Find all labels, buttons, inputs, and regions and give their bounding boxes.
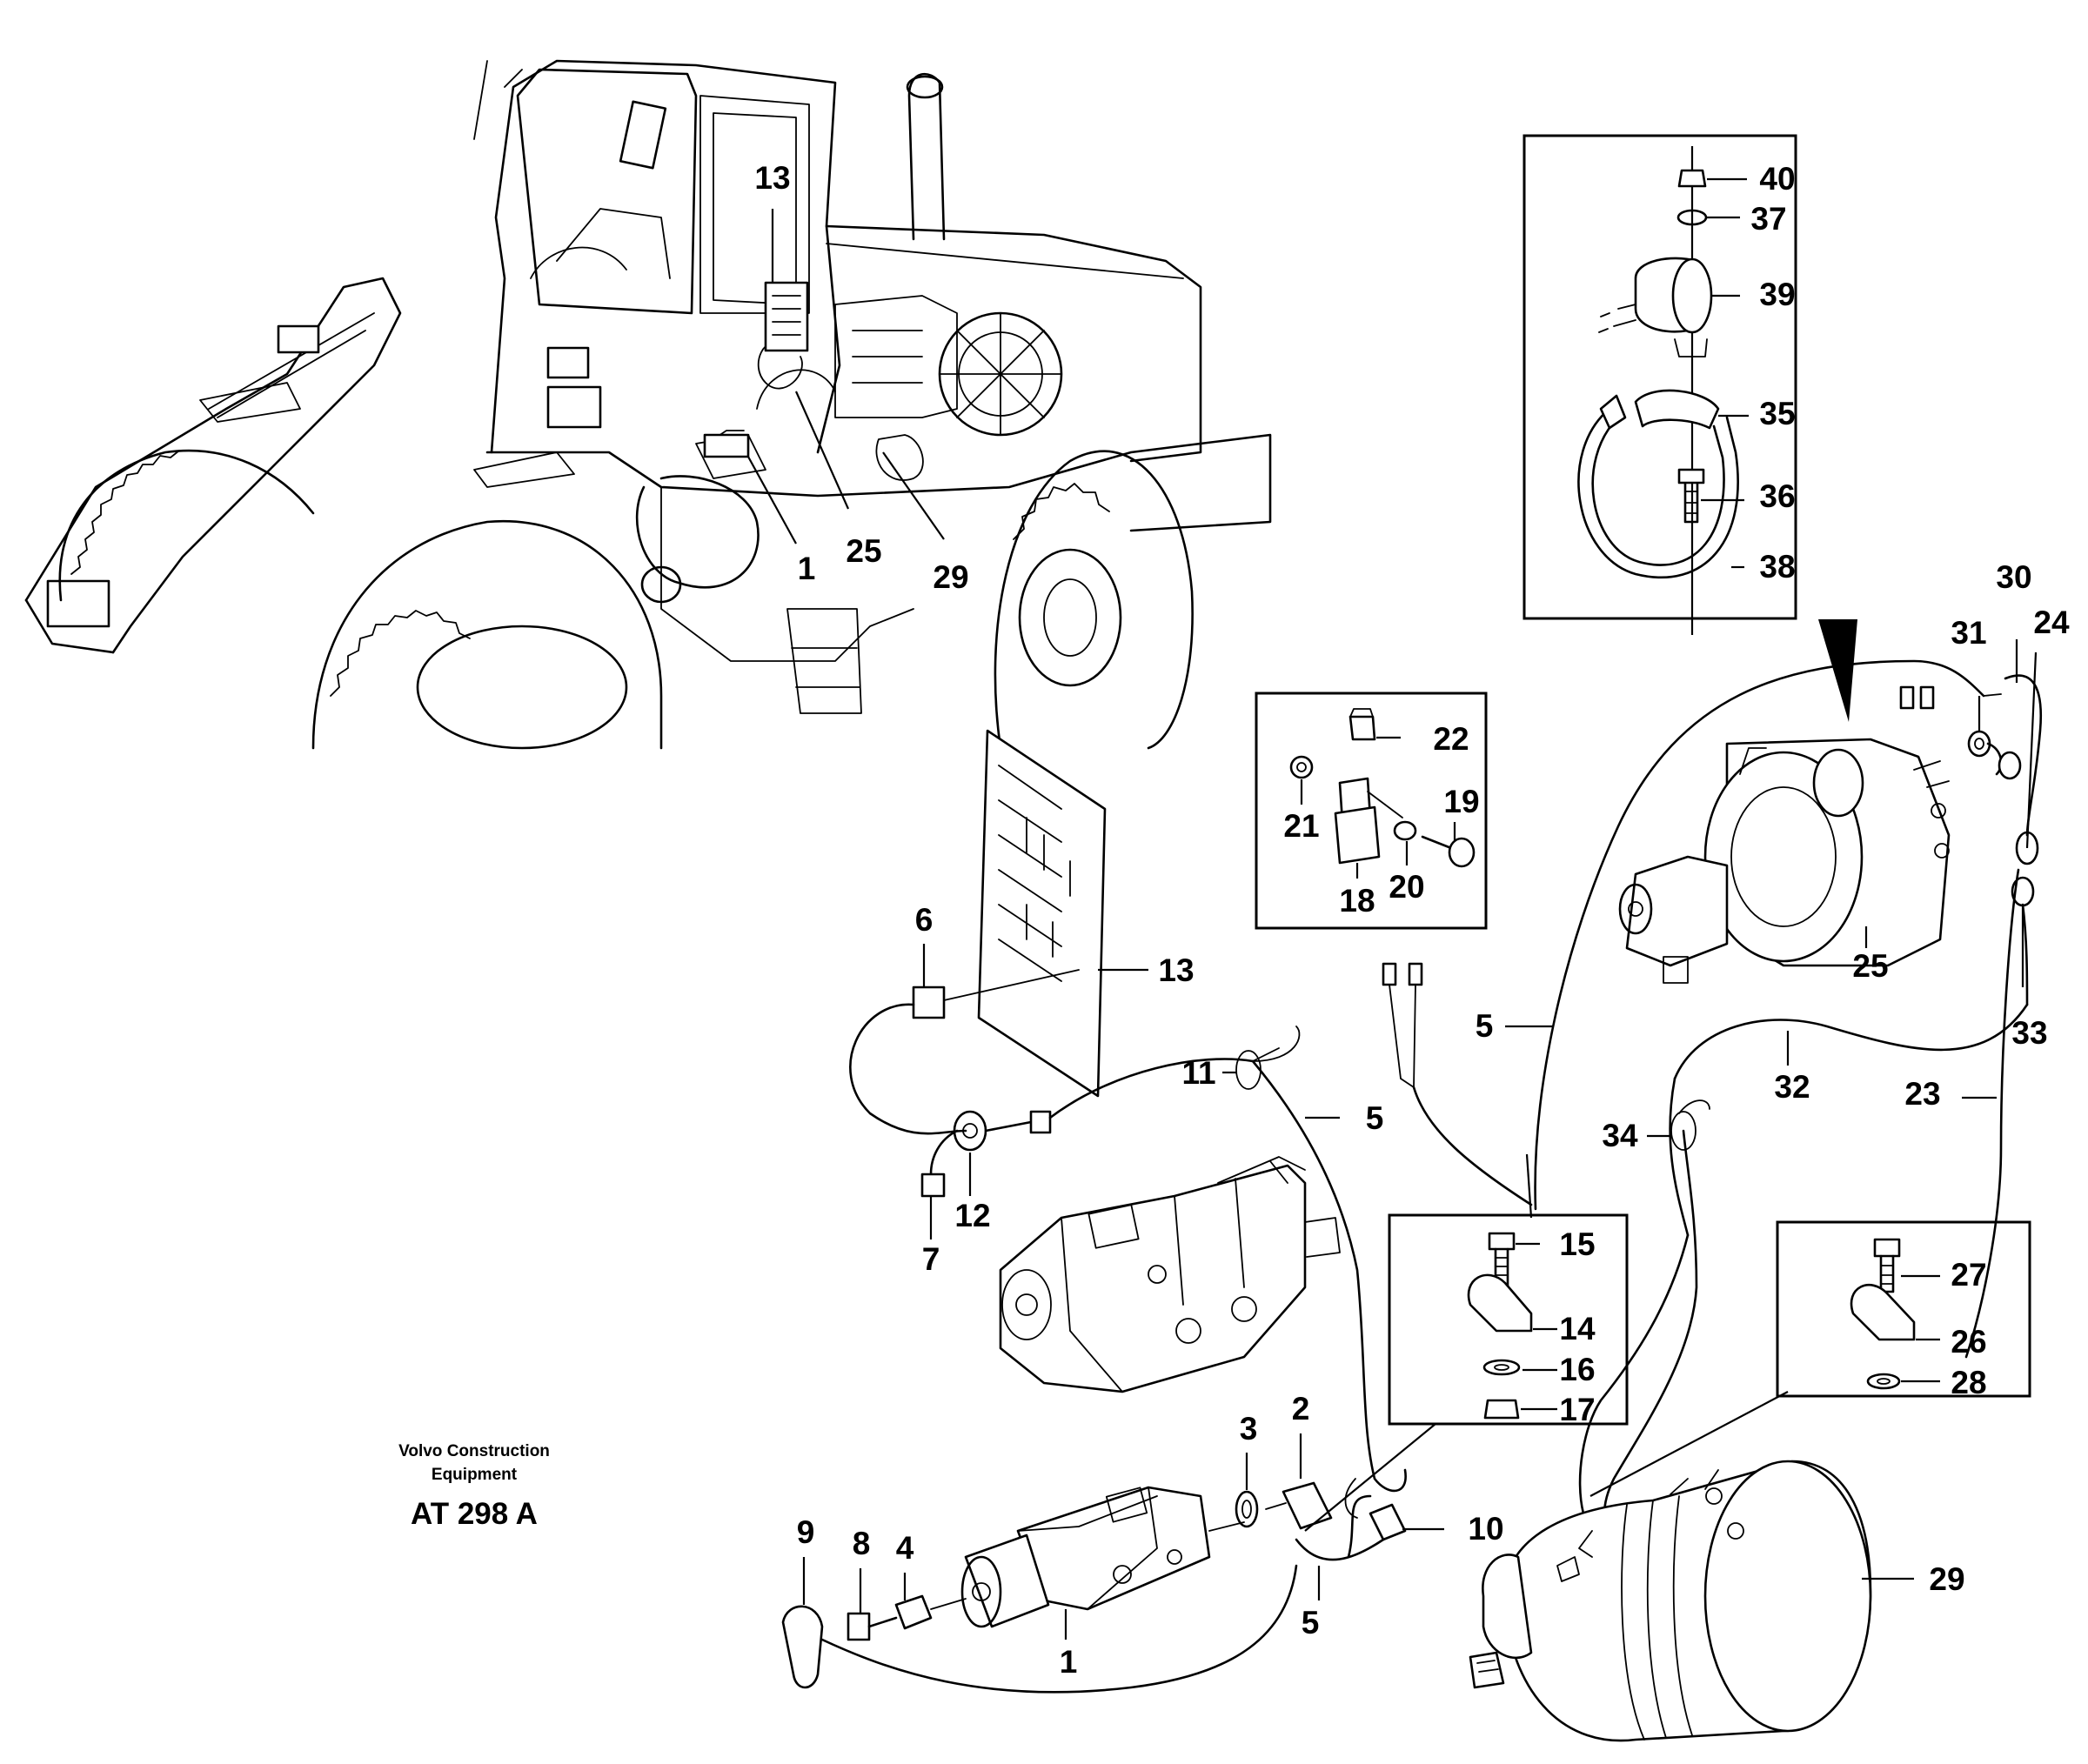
company-name: Volvo Construction: [398, 1442, 550, 1460]
main-cable-5: [1534, 659, 1985, 1211]
starter-motor-25: [1618, 738, 1951, 984]
callout-19: 19: [1443, 784, 1479, 819]
callout-14: 14: [1559, 1311, 1596, 1346]
ring-terminals: [1962, 639, 2043, 1359]
callout-28: 28: [1951, 1365, 1986, 1400]
callout-23: 23: [1904, 1076, 1940, 1112]
drawing-reference: AT 298 A: [411, 1497, 538, 1531]
callout-29: 29: [1929, 1561, 1964, 1597]
callout-29-overview: 29: [933, 559, 968, 595]
valve-assembly: [781, 1433, 1444, 1694]
callout-31: 31: [1951, 615, 1986, 651]
solenoid-detail-box: [1522, 134, 1797, 620]
cable-lug: [1408, 962, 1423, 986]
callout-25-overview: 25: [846, 533, 881, 569]
callout-4: 4: [896, 1530, 914, 1566]
callout-38: 38: [1759, 549, 1795, 585]
callout-7: 7: [922, 1241, 940, 1277]
callout-39: 39: [1759, 277, 1795, 312]
callout-12: 12: [954, 1198, 990, 1233]
callout-8: 8: [853, 1526, 871, 1561]
cable-32: [1673, 1003, 2029, 1080]
callout-18: 18: [1339, 883, 1375, 919]
callout-24: 24: [2033, 605, 2070, 640]
work-light: [277, 324, 320, 354]
detail-arrow: [1818, 619, 1857, 722]
rear-light: [546, 385, 602, 429]
callout-34: 34: [1602, 1118, 1638, 1153]
callout-9: 9: [797, 1514, 815, 1550]
mirror: [619, 100, 667, 170]
callout-20: 20: [1389, 869, 1424, 905]
callout-40: 40: [1759, 161, 1795, 197]
callout-5-valve: 5: [1302, 1605, 1320, 1640]
callout-6: 6: [915, 902, 934, 938]
company-name-line2: Equipment: [432, 1466, 518, 1484]
callout-21: 21: [1283, 808, 1319, 844]
callout-27: 27: [1951, 1257, 1986, 1293]
callout-1: 1: [1060, 1644, 1078, 1680]
callout-15: 15: [1559, 1226, 1595, 1262]
cable-lug: [1382, 962, 1397, 986]
callout-37: 37: [1750, 201, 1786, 237]
fuse-panel-small: [764, 281, 809, 352]
cable-branch: [1412, 1086, 1533, 1206]
valve-small: [703, 433, 750, 458]
grommet: [1029, 1110, 1052, 1134]
cable-34: [1578, 1099, 1710, 1541]
connector-7: [920, 1173, 946, 1198]
callout-25: 25: [1852, 948, 1888, 984]
clamp-detail-box-right: [1776, 1220, 2031, 1398]
callout-22: 22: [1433, 721, 1469, 757]
callout-5-cable: 5: [1476, 1008, 1494, 1044]
callout-30: 30: [1996, 559, 2031, 595]
cable-lug: [1899, 685, 1915, 710]
callout-36: 36: [1759, 478, 1795, 514]
callout-11: 11: [1181, 1055, 1215, 1091]
callout-32: 32: [1774, 1069, 1810, 1105]
relay-detail: [1289, 708, 1476, 879]
clamp-detail-box-left: [1388, 1213, 1629, 1426]
callout-13-overview: 13: [754, 160, 790, 196]
connector-6: [912, 986, 946, 1019]
callout-26: 26: [1951, 1324, 1986, 1360]
callout-33: 33: [2011, 1015, 2047, 1051]
sensor-harness: [849, 944, 1407, 1493]
callout-16: 16: [1559, 1352, 1595, 1387]
relay-board: [977, 729, 1148, 1098]
callout-10: 10: [1468, 1511, 1503, 1547]
hydraulic-pump: [999, 1156, 1341, 1393]
callout-3: 3: [1240, 1411, 1258, 1447]
callout-5-harness: 5: [1366, 1100, 1384, 1136]
cable-lug: [1919, 685, 1935, 710]
work-light: [546, 346, 590, 379]
callout-35: 35: [1759, 396, 1795, 431]
callout-2: 2: [1292, 1391, 1310, 1427]
bucket-tooth: [46, 579, 110, 628]
starter-motor-29: [1469, 1460, 1914, 1742]
connector-8: [847, 1612, 871, 1641]
clamp-detail-right: [1850, 1238, 1940, 1390]
wheel-loader-overview: [24, 59, 1272, 750]
clamp-detail-left: [1467, 1232, 1557, 1420]
solenoid-detail: [1577, 146, 1749, 635]
callout-1-overview: 1: [798, 551, 816, 586]
relay-detail-box: [1255, 692, 1488, 930]
callout-13: 13: [1158, 952, 1194, 988]
